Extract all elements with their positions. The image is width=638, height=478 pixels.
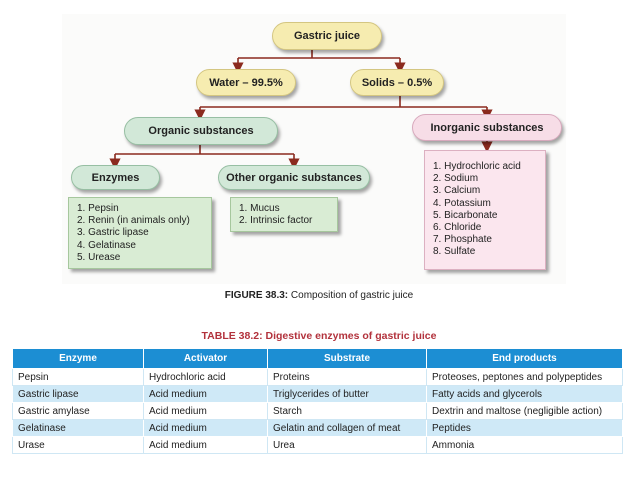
table-row: Gelatinase Acid medium Gelatin and colla… <box>12 419 623 437</box>
table-cell: Gelatin and collagen of meat <box>267 419 427 437</box>
enzymes-table: Enzyme Activator Substrate End products … <box>12 348 623 454</box>
table-cell: Gastric lipase <box>12 385 144 403</box>
table-row: Gastric amylase Acid medium Starch Dextr… <box>12 402 623 420</box>
table-row: Urase Acid medium Urea Ammonia <box>12 436 623 454</box>
caption-text: Composition of gastric juice <box>288 290 414 301</box>
table-cell: Acid medium <box>143 419 268 437</box>
composition-diagram: Gastric juice Water – 99.5% Solids – 0.5… <box>62 14 566 284</box>
enzymes-node: Enzymes <box>71 165 160 190</box>
list-item: 6. Chloride <box>433 222 482 234</box>
table-cell: Fatty acids and glycerols <box>426 385 623 403</box>
other-organic-node: Other organic substances <box>218 165 370 190</box>
solids-node: Solids – 0.5% <box>350 69 444 96</box>
table-cell: Peptides <box>426 419 623 437</box>
list-item: 5. Bicarbonate <box>433 209 498 221</box>
table-cell: Gastric amylase <box>12 402 144 420</box>
list-item: 1. Mucus <box>239 203 280 214</box>
list-item: 5. Urease <box>77 251 121 263</box>
table-cell: Acid medium <box>143 385 268 403</box>
figure-caption: FIGURE 38.3: Composition of gastric juic… <box>0 290 638 301</box>
list-item: 2. Sodium <box>433 173 479 185</box>
other-organic-list-box: 1. Mucus 2. Intrinsic factor <box>230 197 338 232</box>
enzymes-list-box: 1. Pepsin 2. Renin (in animals only) 3. … <box>68 197 212 269</box>
list-item: 2. Intrinsic factor <box>239 215 313 227</box>
table-header-row: Enzyme Activator Substrate End products <box>12 348 623 369</box>
column-header: Activator <box>143 348 268 369</box>
list-item: 3. Calcium <box>433 185 481 197</box>
table-cell: Dextrin and maltose (negligible action) <box>426 402 623 420</box>
water-node: Water – 99.5% <box>196 69 296 96</box>
table-cell: Urase <box>12 436 144 454</box>
column-header: Enzyme <box>12 348 144 369</box>
table-cell: Proteins <box>267 368 427 386</box>
connector-arrows <box>109 49 493 170</box>
list-item: 4. Potassium <box>433 197 491 209</box>
inorganic-list-box: 1. Hydrochloric acid 2. Sodium 3. Calciu… <box>424 150 546 270</box>
list-item: 2. Renin (in animals only) <box>77 215 190 227</box>
table-cell: Hydrochloric acid <box>143 368 268 386</box>
table-cell: Starch <box>267 402 427 420</box>
column-header: End products <box>426 348 623 369</box>
list-item: 1. Hydrochloric acid <box>433 161 521 172</box>
table-cell: Urea <box>267 436 427 454</box>
table-title: TABLE 38.2: Digestive enzymes of gastric… <box>201 330 437 342</box>
gastric-juice-node: Gastric juice <box>272 22 382 50</box>
list-item: 7. Phosphate <box>433 234 492 246</box>
list-item: 4. Gelatinase <box>77 239 136 251</box>
column-header: Substrate <box>267 348 427 369</box>
organic-substances-node: Organic substances <box>124 117 278 145</box>
list-item: 1. Pepsin <box>77 203 119 214</box>
table-row: Gastric lipase Acid medium Triglycerides… <box>12 385 623 403</box>
table-cell: Proteoses, peptones and polypeptides <box>426 368 623 386</box>
caption-label: FIGURE 38.3: <box>224 290 289 301</box>
inorganic-substances-node: Inorganic substances <box>412 114 562 141</box>
table-row: Pepsin Hydrochloric acid Proteins Proteo… <box>12 368 623 386</box>
table-cell: Gelatinase <box>12 419 144 437</box>
table-cell: Triglycerides of butter <box>267 385 427 403</box>
table-cell: Pepsin <box>12 368 144 386</box>
table-cell: Ammonia <box>426 436 623 454</box>
list-item: 3. Gastric lipase <box>77 227 149 239</box>
list-item: 8. Sulfate <box>433 246 476 258</box>
table-cell: Acid medium <box>143 436 268 454</box>
table-cell: Acid medium <box>143 402 268 420</box>
